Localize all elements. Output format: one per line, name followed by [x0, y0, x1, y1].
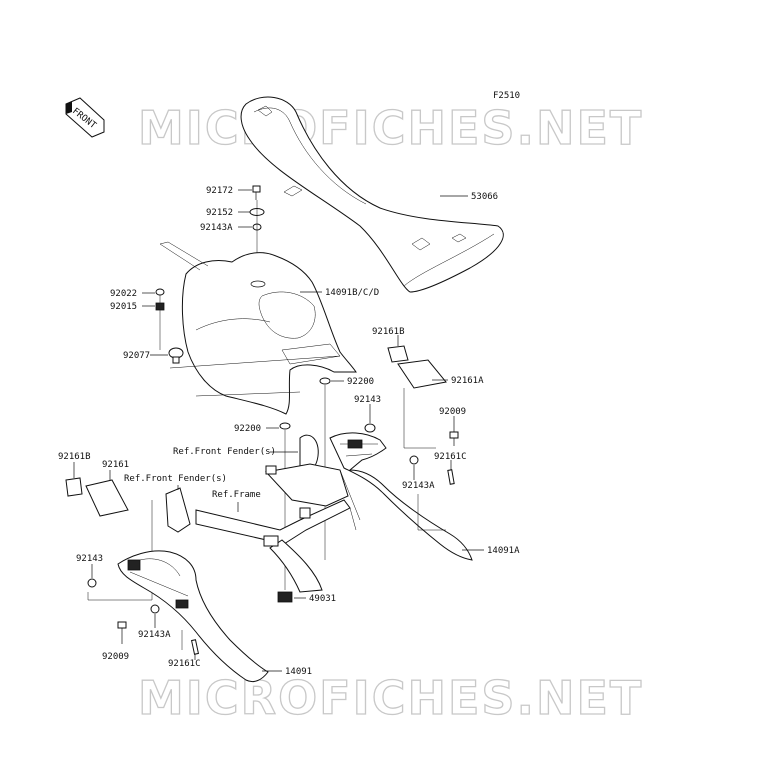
side-cover-14091: [117, 550, 269, 683]
label-92143A-left: 92143A: [138, 630, 171, 640]
label-92143A-top: 92143A: [200, 223, 233, 233]
label-92143-mid: 92143: [354, 395, 381, 405]
bushing-92143-left: [87, 578, 97, 588]
damper-92200-left: [279, 422, 291, 430]
label-53066: 53066: [471, 192, 498, 202]
label-14091A: 14091A: [487, 546, 520, 556]
label-92143A-right: 92143A: [402, 481, 435, 491]
pin-92161C-left: [190, 639, 200, 655]
label-92152: 92152: [206, 208, 233, 218]
label-49031: 49031: [309, 594, 336, 604]
label-92161B-right: 92161B: [372, 327, 405, 337]
label-ref-front-fender-2: Ref.Front Fender(s): [124, 474, 227, 484]
bolt-92009-left: [117, 621, 127, 634]
bushing-92143A-right: [409, 455, 419, 465]
figure-code: F2510: [493, 91, 520, 101]
frame-ref: [195, 463, 361, 593]
watermark-bottom: MICROFICHES.NET: [138, 671, 643, 725]
clip-49031: [277, 591, 293, 603]
damper-92200-mid: [319, 377, 331, 385]
label-92009-right: 92009: [439, 407, 466, 417]
front-arrow-icon: FRONT: [65, 97, 105, 138]
label-92143-left: 92143: [76, 554, 103, 564]
bolt-92009-right: [449, 431, 459, 446]
pad-92161A: [397, 359, 447, 389]
label-14091: 14091: [285, 667, 312, 677]
pad-92161-left: [85, 479, 129, 517]
nut-92015: [155, 302, 165, 311]
seat-part: [240, 96, 504, 293]
pad-92161B-left: [65, 477, 83, 497]
collar-92022: [155, 288, 165, 296]
bushing-92143-mid: [364, 423, 376, 433]
label-92161C-right: 92161C: [434, 452, 467, 462]
cover-14091BCD: [181, 252, 357, 415]
clip-92077: [168, 347, 184, 364]
label-ref-front-fender-1: Ref.Front Fender(s): [173, 447, 276, 457]
label-92172: 92172: [206, 186, 233, 196]
label-ref-frame: Ref.Frame: [212, 490, 261, 500]
label-14091BCD: 14091B/C/D: [325, 288, 379, 298]
label-92077: 92077: [123, 351, 150, 361]
label-92161C-left: 92161C: [168, 659, 201, 669]
label-92161B-left: 92161B: [58, 452, 91, 462]
watermark-top: MICROFICHES.NET: [138, 101, 643, 155]
label-92009-left: 92009: [102, 652, 129, 662]
side-cover-14091A: [329, 432, 473, 561]
label-92022: 92022: [110, 289, 137, 299]
pad-92161B-right: [387, 345, 409, 363]
label-92200-mid: 92200: [347, 377, 374, 387]
label-92200-left: 92200: [234, 424, 261, 434]
label-92015: 92015: [110, 302, 137, 312]
label-92161A: 92161A: [451, 376, 484, 386]
pin-92161C-right: [447, 469, 455, 485]
label-92161-left: 92161: [102, 460, 129, 470]
front-fender-ref-lower: [165, 487, 191, 533]
bolt-92172: [252, 185, 261, 200]
bushing-92143A-left: [150, 604, 160, 614]
